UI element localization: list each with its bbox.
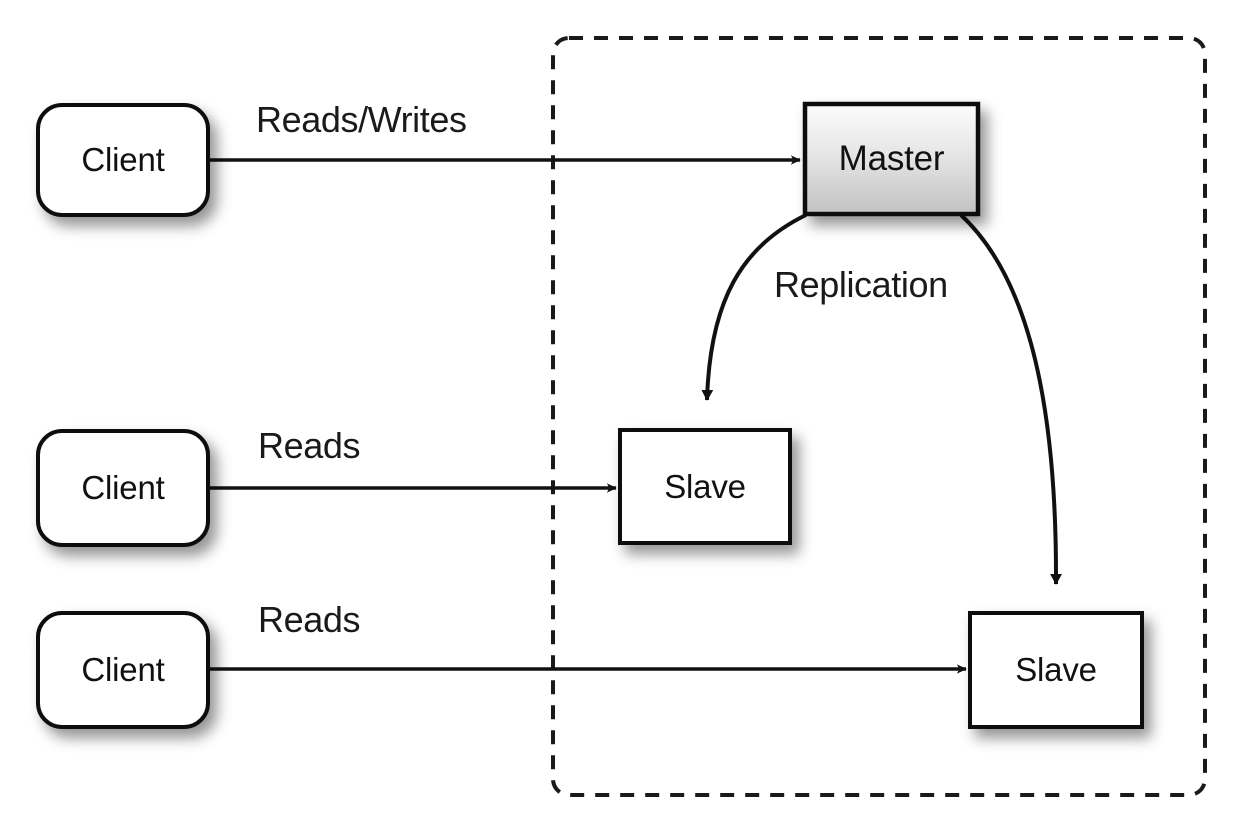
node-client-2[interactable] xyxy=(36,429,210,547)
edge-master-slave2 xyxy=(959,213,1063,585)
node-slave-2[interactable] xyxy=(968,611,1144,729)
node-client-3[interactable] xyxy=(36,611,210,729)
edge-label-reads-writes: Reads/Writes xyxy=(256,99,467,140)
node-slave-1[interactable] xyxy=(618,428,792,545)
edge-master-slave1 xyxy=(701,213,807,401)
edge-label-replication: Replication xyxy=(774,264,948,305)
database-cluster-boundary xyxy=(551,36,1207,797)
node-client-1[interactable] xyxy=(36,103,210,217)
node-master[interactable] xyxy=(802,101,981,217)
edge-label-reads-2: Reads xyxy=(258,599,361,640)
edge-label-reads-1: Reads xyxy=(258,425,361,466)
